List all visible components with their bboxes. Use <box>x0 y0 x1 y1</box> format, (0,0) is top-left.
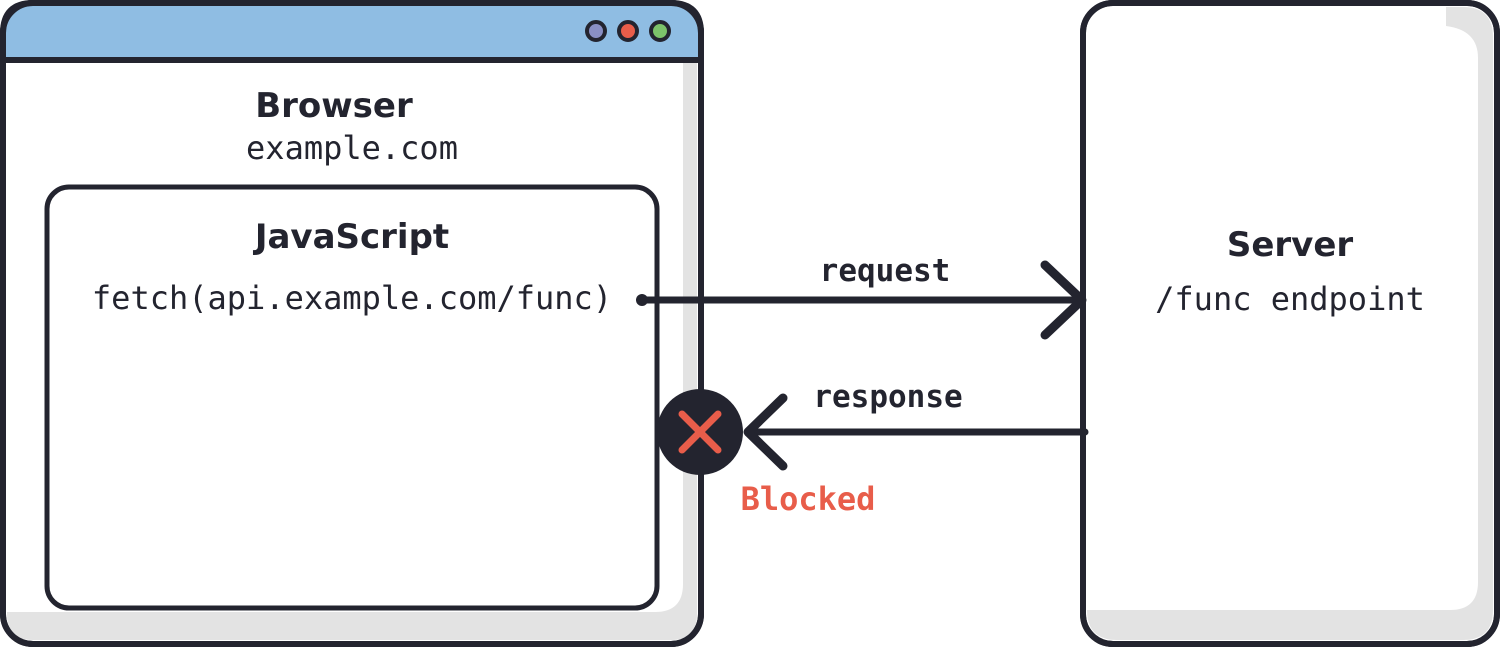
response-arrowhead-icon <box>743 393 788 471</box>
x-mark-icon <box>678 410 722 454</box>
window-dot-green-icon[interactable] <box>649 20 671 42</box>
server-title: Server <box>1227 225 1354 265</box>
javascript-title: JavaScript <box>253 217 449 257</box>
response-arrow: response <box>743 379 1089 471</box>
window-dot-red-icon[interactable] <box>617 20 639 42</box>
blocked-marker: Blocked <box>657 389 875 518</box>
response-label: response <box>813 379 962 415</box>
browser-origin: example.com <box>246 129 458 167</box>
browser-title: Browser <box>255 86 413 126</box>
server-window-frame <box>1080 0 1500 647</box>
request-arrow: request <box>636 253 1087 340</box>
javascript-panel: JavaScript fetch(api.example.com/func) <box>44 184 660 611</box>
browser-window: Browser example.com JavaScript fetch(api… <box>0 0 704 647</box>
javascript-panel-frame <box>44 184 660 611</box>
fetch-code: fetch(api.example.com/func) <box>92 279 612 317</box>
request-label: request <box>820 253 951 289</box>
request-arrowhead-icon <box>1040 260 1087 340</box>
blocked-label: Blocked <box>741 480 876 518</box>
window-dot-purple-icon[interactable] <box>585 20 607 42</box>
server-window: Server /func endpoint <box>1080 0 1500 647</box>
server-endpoint: /func endpoint <box>1155 280 1425 318</box>
